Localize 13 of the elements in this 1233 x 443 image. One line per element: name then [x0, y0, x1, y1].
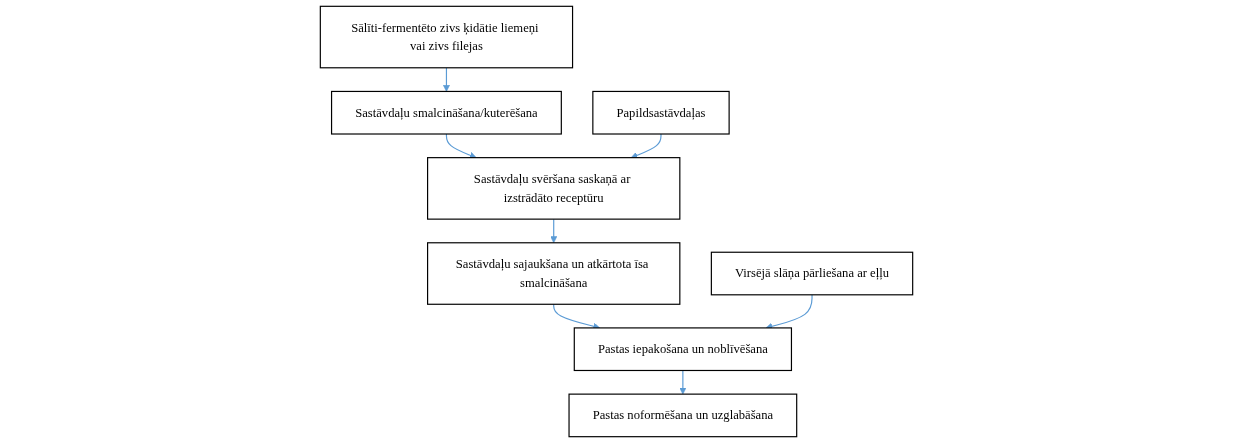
node-box: Sālīti-fermentēto zivs ķidātie liemeņi vai zivs filejas: [319, 5, 574, 69]
node-box: Sastāvdaļu sajaukšana un atkārtota īsa smalcināšana: [427, 242, 681, 305]
node-box: Papildsastāvdaļas: [592, 90, 730, 135]
node-box: Virsējā slāņa pārliešana ar eļļu: [710, 251, 914, 296]
node-box: Pastas iepakošana un noblīvēšana: [573, 327, 793, 372]
arrow: [442, 67, 450, 92]
node-box: Sastāvdaļu smalcināšana/kuterēšana: [331, 90, 562, 135]
arrow: [630, 133, 662, 159]
arrow: [550, 218, 558, 244]
node-box: Pastas noformēšana un uzglabāšana: [568, 393, 798, 438]
arrow: [445, 133, 477, 159]
arrow: [679, 369, 687, 395]
node-box: Sastāvdaļu svēršana saskaņā ar izstrādāto receptūru: [427, 157, 681, 220]
